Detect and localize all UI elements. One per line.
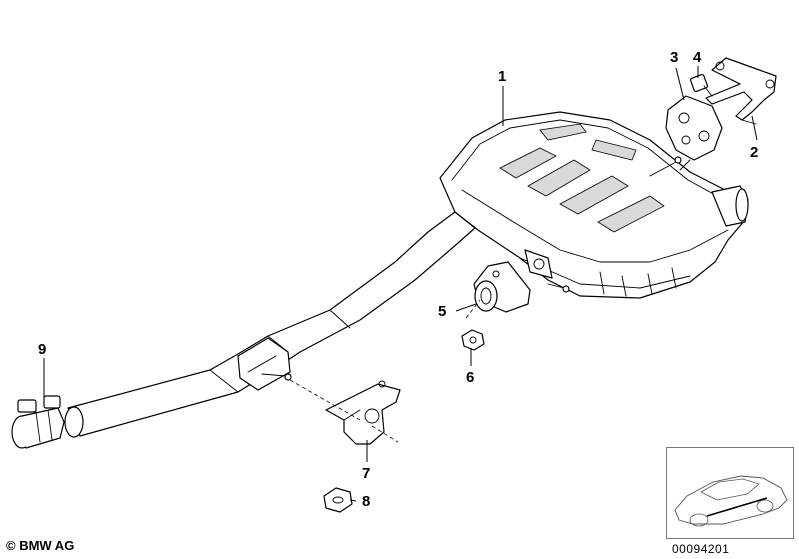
callout-9: 9 [38,341,46,358]
car-outline-icon [674,475,788,527]
callout-7: 7 [362,465,370,482]
callout-3: 3 [670,49,678,66]
callout-4: 4 [693,49,702,66]
bolt [689,73,713,97]
rubber-mount [665,95,723,171]
vehicle-thumbnail [666,447,794,539]
diagram-number: 00094201 [672,542,730,556]
copyright-label: © BMW AG [6,538,75,553]
hex-nut [323,487,353,513]
pipe-hanger-sleeve [237,337,292,391]
alignment-lines [289,299,481,443]
callout-2: 2 [750,144,758,161]
callout-6: 6 [466,369,474,386]
callout-5: 5 [438,303,446,320]
front-pipe [64,211,476,438]
hanger-bracket [325,380,401,445]
callout-8: 8 [362,493,370,510]
rear-bracket [705,57,777,125]
pipe-clamp [11,395,65,449]
rubber-hanger [473,261,531,313]
callout-1: 1 [498,68,506,85]
leader-lines [43,66,758,502]
rear-silencer [439,111,749,299]
hex-nut-small [461,329,485,351]
